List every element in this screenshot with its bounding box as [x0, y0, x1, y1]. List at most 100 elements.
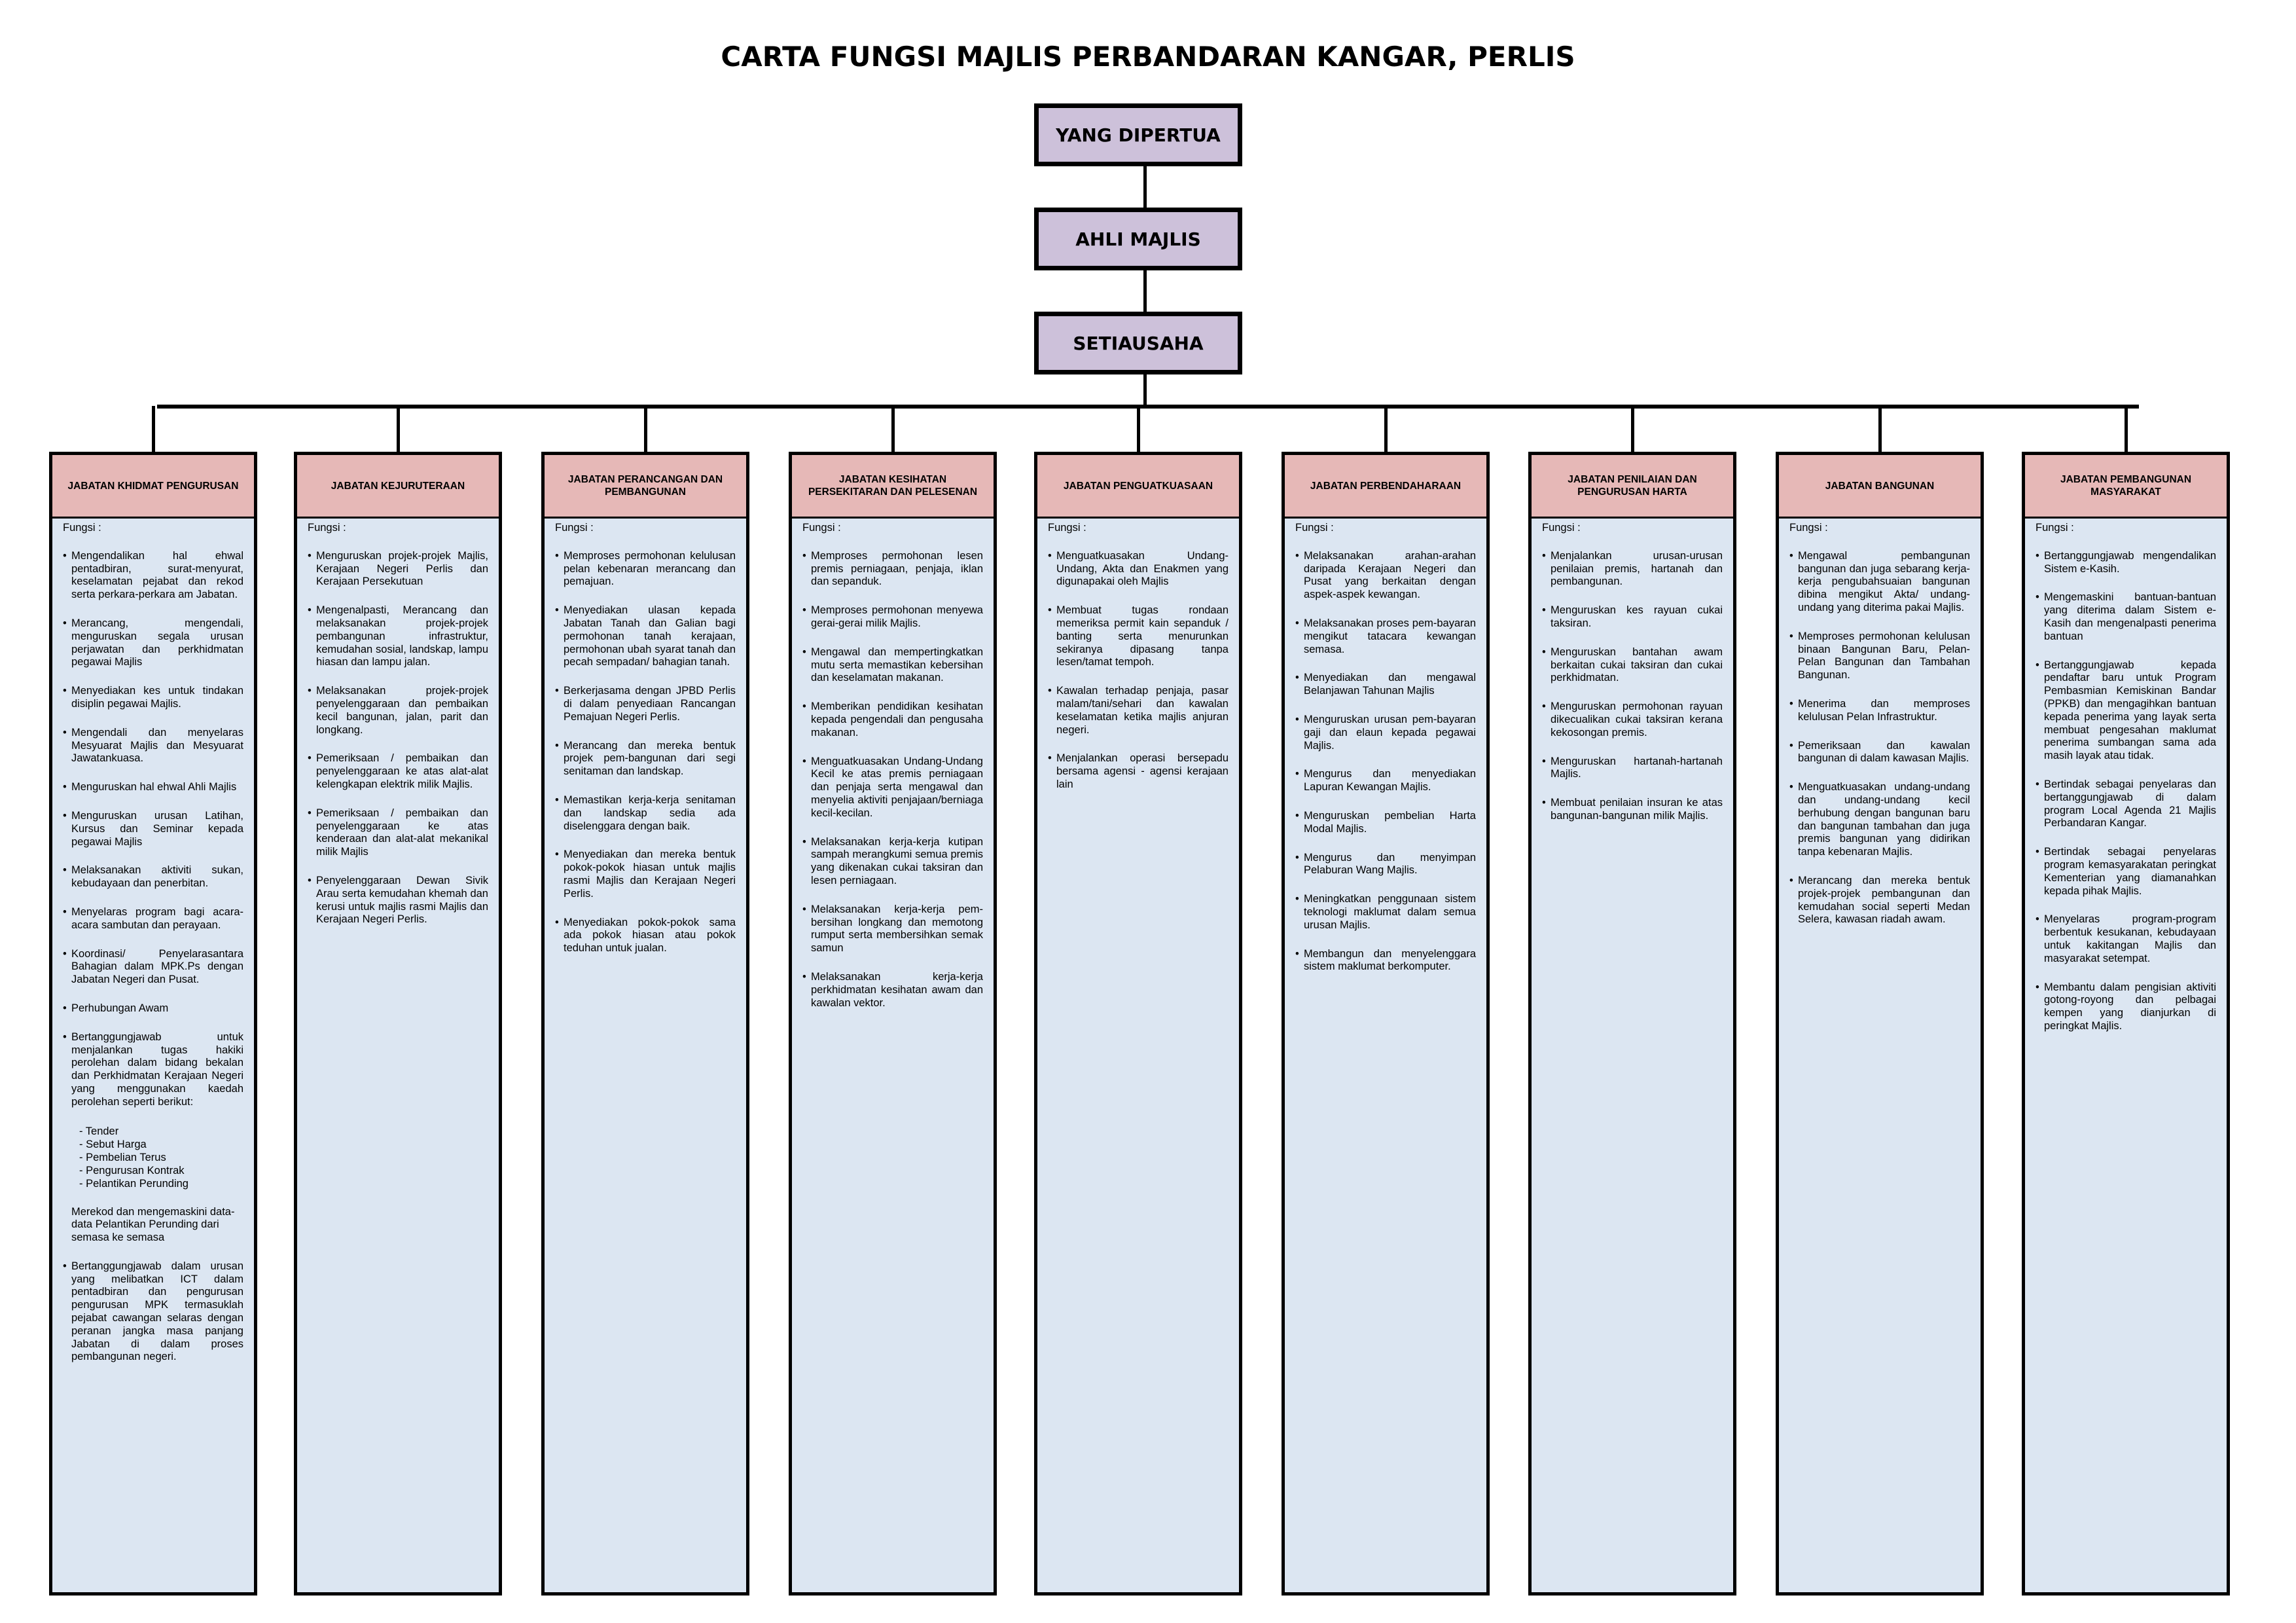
function-item-text: Melaksanakan aktiviti sukan, kebudayaan … — [71, 864, 243, 890]
function-item: Koordinasi/ Penyelarasantara Bahagian da… — [63, 948, 243, 987]
department-body: Fungsi : Melaksanakan arahan-arahan darip… — [1285, 519, 1486, 974]
function-item: Memproses permohonan lesen premis pernia… — [802, 550, 983, 589]
fungsi-label: Fungsi : — [1048, 522, 1086, 534]
function-item: Merancang dan mereka bentuk projek-proje… — [1789, 875, 1970, 926]
department-connector-line — [2125, 406, 2128, 453]
function-item: Merancang dan mereka bentuk projek pem-b… — [555, 740, 736, 778]
function-item-text: Mengendalikan hal ehwal pentadbiran, sur… — [71, 549, 243, 601]
department-connector-line — [1384, 406, 1388, 453]
connector-line — [1143, 166, 1147, 208]
function-item-text: Pemeriksaan dan kawalan bangunan di dala… — [1798, 739, 1970, 765]
function-item: Bertanggungjawab dalam urusan yang melib… — [63, 1260, 243, 1364]
function-item-text: Merancang, mengendali, menguruskan segal… — [71, 617, 243, 668]
procurement-note: Merekod dan mengemaskini data-data Pelan… — [71, 1205, 235, 1244]
function-item-text: Menguruskan bantahan awam berkaitan cuka… — [1551, 646, 1723, 684]
function-item-text: Perhubungan Awam — [71, 1002, 169, 1014]
function-item-text: Melaksanakan kerja-kerja kutipan sampah … — [811, 835, 983, 886]
function-item-text: Mengawal dan mempertingkatkan mutu serta… — [811, 646, 983, 684]
function-item-text: Menguatkuasakan Undang-Undang, Akta dan … — [1056, 549, 1229, 588]
procurement-method-list: - Tender- Sebut Harga- Pembelian Terus- … — [79, 1125, 243, 1190]
function-item: Membuat penilaian insuran ke atas bangun… — [1542, 797, 1723, 823]
department-connector-line — [644, 406, 647, 453]
function-item-text: Mengendali dan menyelaras Mesyuarat Majl… — [71, 726, 243, 765]
function-item-text: Menguatkuasakan Undang-Undang Kecil ke a… — [811, 755, 983, 819]
department-title: JABATAN KESIHATAN PERSEKITARAN DAN PELES… — [792, 455, 994, 519]
function-item-text: Menjalankan urusan-urusan penilaian prem… — [1551, 549, 1723, 588]
department-connector-line — [397, 406, 400, 453]
function-item-text: Memberikan pendidikan kesihatan kepada p… — [811, 701, 983, 739]
function-item-text: Meningkatkan penggunaan sistem teknologi… — [1304, 893, 1476, 931]
function-item: Menjalankan operasi bersepadu bersama ag… — [1048, 752, 1229, 791]
function-item-text: Merancang dan mereka bentuk projek-proje… — [1798, 874, 1970, 926]
function-item: Membuat tugas rondaan memeriksa permit k… — [1048, 604, 1229, 669]
function-item: Kawalan terhadap penjaja, pasar malam/ta… — [1048, 685, 1229, 737]
function-item: Bertindak sebagai penyelaras dan bertang… — [2036, 778, 2216, 830]
function-item: Menyediakan ulasan kepada Jabatan Tanah … — [555, 604, 736, 669]
function-item: Bertanggungjawab kepada pendaftar baru u… — [2036, 659, 2216, 763]
box-setiausaha: SETIAUSAHA — [1034, 312, 1242, 374]
function-item-text: Membangun dan menyelenggara sistem maklu… — [1304, 947, 1476, 973]
function-item-text: Menyediakan kes untuk tindakan disiplin … — [71, 685, 243, 710]
procurement-method-item: - Pengurusan Kontrak — [79, 1164, 243, 1177]
function-item: Memproses permohonan kelulusan binaan Ba… — [1789, 630, 1970, 682]
function-item: Melaksanakan aktiviti sukan, kebudayaan … — [63, 864, 243, 890]
procurement-method-text: Sebut Harga — [86, 1138, 147, 1150]
function-item: Bertindak sebagai penyelaras program kem… — [2036, 846, 2216, 898]
function-item: Memberikan pendidikan kesihatan kepada p… — [802, 701, 983, 739]
function-item-text: Mengurus dan menyediakan Lapuran Kewanga… — [1304, 768, 1476, 793]
function-item-text: Pemeriksaan / pembaikan dan penyelenggar… — [316, 807, 488, 858]
function-item: Menyelaras program-program berbentuk kes… — [2036, 913, 2216, 965]
function-item: Menguruskan permohonan rayuan dikecualik… — [1542, 701, 1723, 739]
box-ahli-majlis: AHLI MAJLIS — [1034, 208, 1242, 270]
function-item-text: Menguruskan hal ehwal Ahli Majlis — [71, 781, 237, 793]
function-item-text: Menerima dan memproses kelulusan Pelan I… — [1798, 697, 1970, 723]
function-item-text: Memproses permohonan kelulusan pelan keb… — [564, 549, 736, 588]
function-item-text: Melaksanakan arahan-arahan daripada Kera… — [1304, 549, 1476, 601]
function-list: Melaksanakan arahan-arahan daripada Kera… — [1295, 550, 1476, 974]
function-item-text: Membuat penilaian insuran ke atas bangun… — [1551, 797, 1723, 822]
function-item-text: Memproses permohonan kelulusan binaan Ba… — [1798, 630, 1970, 682]
function-item: Menjalankan urusan-urusan penilaian prem… — [1542, 550, 1723, 589]
function-item: Pemeriksaan / pembaikan dan penyelenggar… — [308, 807, 488, 859]
function-item: Merancang, mengendali, menguruskan segal… — [63, 617, 243, 669]
function-item: Melaksanakan proses pem-bayaran mengikut… — [1295, 617, 1476, 656]
function-item: Menguruskan bantahan awam berkaitan cuka… — [1542, 646, 1723, 685]
function-item-text: Menguruskan kes rayuan cukai taksiran. — [1551, 604, 1723, 629]
function-item-text: Penyelenggaraan Dewan Sivik Arau serta k… — [316, 874, 488, 926]
function-item: Membantu dalam pengisian aktiviti gotong… — [2036, 981, 2216, 1033]
function-item-text: Menguruskan pembelian Harta Modal Majlis… — [1304, 809, 1476, 835]
horizontal-connector-line — [157, 405, 2139, 409]
fungsi-label: Fungsi : — [1295, 522, 1334, 534]
department-connector-line — [1137, 406, 1140, 453]
function-item-text: Menjalankan operasi bersepadu bersama ag… — [1056, 752, 1229, 790]
function-item-text: Bertanggungjawab mengendalikan Sistem e-… — [2044, 549, 2216, 575]
fungsi-label: Fungsi : — [308, 522, 346, 534]
function-item: Menyediakan dan mereka bentuk pokok-poko… — [555, 848, 736, 900]
function-item-text: Menguruskan hartanah-hartanah Majlis. — [1551, 755, 1723, 780]
function-item-text: Menyediakan ulasan kepada Jabatan Tanah … — [564, 604, 736, 668]
fungsi-label: Fungsi : — [1542, 522, 1581, 534]
function-item: Membangun dan menyelenggara sistem maklu… — [1295, 948, 1476, 974]
function-item-text: Mengawal pembangunan bangunan dan juga s… — [1798, 549, 1970, 613]
procurement-method-item: - Pelantikan Perunding — [79, 1177, 243, 1190]
function-item-text: Melaksanakan kerja-kerja perkhidmatan ke… — [811, 970, 983, 1009]
function-item-text: Membuat tugas rondaan memeriksa permit k… — [1056, 604, 1229, 668]
function-item: Memproses permohonan kelulusan pelan keb… — [555, 550, 736, 589]
function-item: Mengurus dan menyimpan Pelaburan Wang Ma… — [1295, 852, 1476, 878]
function-list: Menguruskan projek-projek Majlis, Keraja… — [308, 550, 488, 926]
function-item: Menyediakan dan mengawal Belanjawan Tahu… — [1295, 672, 1476, 698]
box-yang-dipertua: YANG DIPERTUA — [1034, 103, 1242, 166]
dash-marker: - — [79, 1177, 86, 1190]
dash-marker: - — [79, 1138, 86, 1150]
function-item-text: Menyelaras program bagi acara-acara samb… — [71, 905, 243, 931]
department-connector-line — [891, 406, 895, 453]
function-item-text: Menguruskan urusan pem-bayaran gaji dan … — [1304, 713, 1476, 752]
fungsi-label: Fungsi : — [1789, 522, 1828, 534]
function-item: Bertanggungjawab untuk menjalankan tugas… — [63, 1031, 243, 1245]
